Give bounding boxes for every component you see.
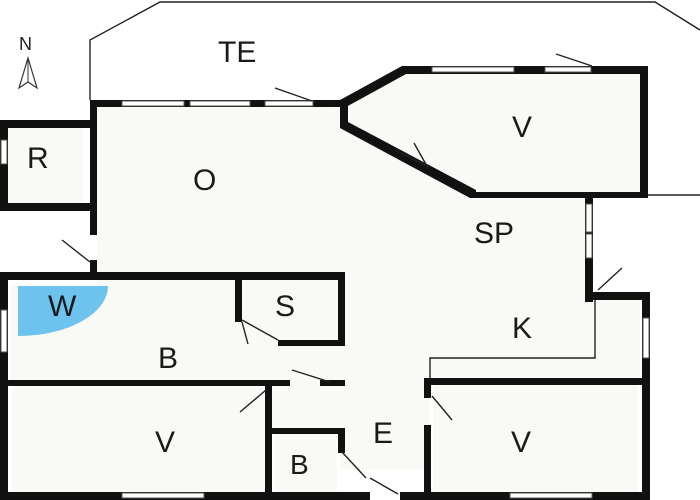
door-sauna: [241, 319, 279, 341]
door-terrace: [274, 87, 313, 102]
label-living-top: V: [512, 111, 532, 144]
window-top-3: [264, 100, 314, 107]
label-entrance: E: [373, 417, 393, 450]
door-outside-left: [61, 239, 91, 263]
north-compass: N: [17, 34, 39, 90]
wall-kitchen-right: [642, 292, 650, 492]
door-living-top: [555, 53, 593, 67]
floor-bath-small: [275, 433, 337, 492]
windows: [0, 66, 650, 499]
room-labels: TE V R O SP W S B K V B E V: [27, 36, 532, 480]
compass-letter: N: [19, 34, 32, 54]
wall-living-angle-bottom: [340, 100, 476, 198]
wall-sauna-bottom: [278, 340, 345, 346]
wall-living-right: [640, 66, 648, 198]
kitchen-partition: [429, 300, 596, 378]
wall-living-bottom: [476, 192, 648, 198]
wall-r-bottom: [0, 203, 97, 211]
window-bath: [0, 309, 8, 353]
door-sauna-swing: [241, 321, 249, 345]
window-living-2: [544, 66, 592, 73]
wall-r-left: [0, 120, 8, 211]
wall-r-top: [0, 120, 97, 128]
door-entrance: [369, 477, 399, 495]
wall-bath-bottom: [0, 380, 290, 386]
wall-bath-small-top: [265, 428, 345, 434]
door-bed-right: [431, 395, 453, 421]
label-washer: W: [48, 290, 77, 323]
label-storage-r: R: [27, 142, 49, 175]
wall-bath-top: [0, 272, 345, 280]
label-kitchen: K: [512, 312, 532, 345]
door-bath-small: [341, 451, 367, 479]
terrace-outline: [89, 1, 700, 100]
door-bath: [291, 369, 331, 383]
window-sp-1: [585, 203, 593, 233]
label-o-room: O: [193, 164, 216, 197]
partitions: [429, 300, 596, 378]
window-r: [0, 139, 8, 165]
wall-left-o: [90, 100, 97, 235]
washer-fixture: [18, 286, 108, 336]
wall-living-angle-top: [340, 66, 648, 107]
door-kitchen: [597, 267, 623, 291]
window-top-2: [189, 100, 251, 107]
label-sauna: S: [275, 290, 295, 323]
label-dining: SP: [474, 217, 514, 250]
floor-bed-right: [433, 385, 638, 492]
wall-sauna-right: [338, 272, 345, 344]
wall-kitchen-step: [585, 292, 650, 300]
wall-bath-small-right: [338, 428, 345, 453]
wall-bed-right-top: [424, 378, 650, 385]
doors: [61, 53, 623, 495]
window-bed-right: [509, 492, 593, 499]
wall-left-o-lower: [90, 260, 97, 278]
floor-bed-left: [12, 387, 268, 492]
window-living-1: [431, 66, 515, 73]
label-bath-main: B: [158, 342, 178, 375]
window-bed-left: [121, 492, 205, 499]
label-bath-small: B: [290, 449, 309, 480]
floor-storage-r: [8, 128, 83, 203]
label-bed-right: V: [511, 426, 531, 459]
window-kitchen: [642, 317, 650, 359]
wall-bed-right-left-lower: [424, 425, 431, 500]
door-bed-left: [239, 389, 267, 413]
window-sp-2: [585, 233, 593, 259]
door-living-angle-swing: [413, 142, 429, 169]
wall-bath-bottom-right: [320, 380, 345, 386]
label-terrace: TE: [218, 36, 256, 69]
window-top-1: [121, 100, 185, 107]
wall-bed-left-right: [265, 386, 272, 500]
wall-sauna-left: [235, 272, 242, 322]
label-bed-left: V: [155, 426, 175, 459]
wall-bed-right-left: [424, 378, 431, 398]
door-living-angle: [394, 149, 426, 166]
